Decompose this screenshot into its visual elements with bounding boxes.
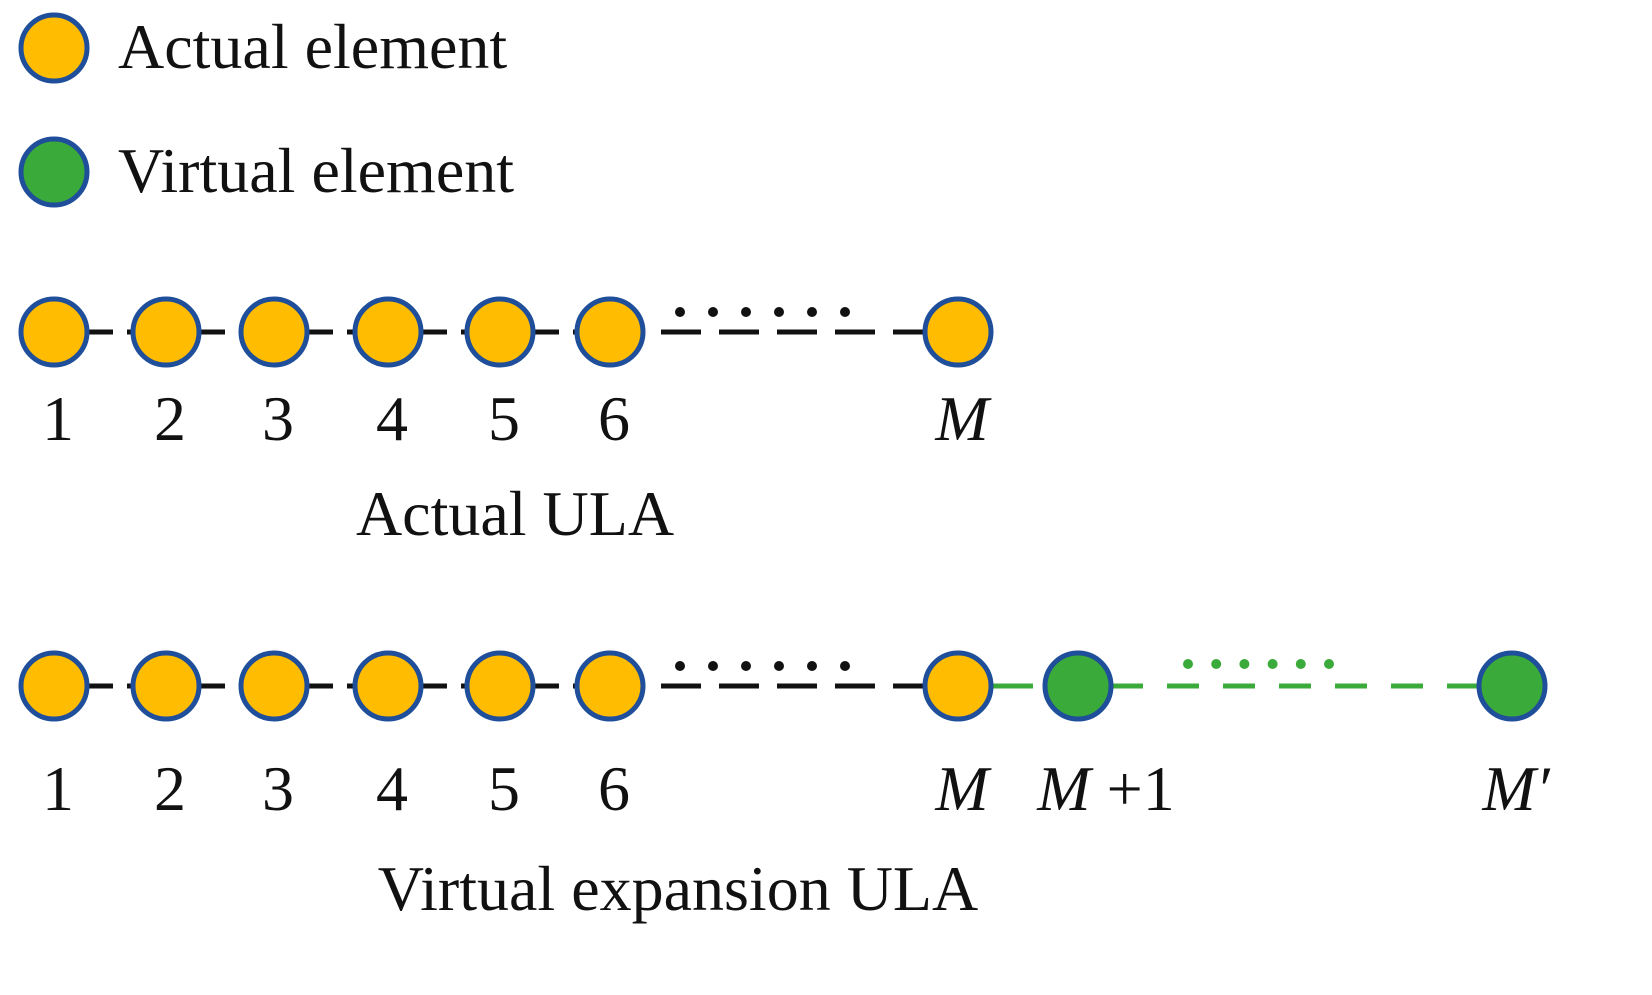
actual-element-marker (130, 296, 202, 368)
element-index-label: 2 (154, 383, 186, 454)
element-index-text: 3 (262, 383, 294, 454)
actual-element-marker (238, 650, 310, 722)
actual-element-marker (922, 296, 994, 368)
virtual-ellipsis-dot (1211, 659, 1222, 669)
ellipsis-dot (708, 661, 718, 671)
ellipsis-dot (840, 661, 850, 671)
element-index-label: 3 (262, 383, 294, 454)
element-index-label: 4 (376, 753, 408, 824)
element-index-text: M (934, 383, 992, 454)
virtual-ellipsis-dot (1267, 659, 1278, 669)
element-index-label: 1 (42, 753, 74, 824)
element-index-text: 5 (488, 753, 520, 824)
element-index-label: M′ (1481, 753, 1550, 824)
element-index-text: 5 (488, 383, 520, 454)
virtual-element-legend-label: Virtual element (118, 135, 514, 206)
actual-element-legend-marker (18, 12, 90, 84)
actual-element-marker (574, 296, 646, 368)
ellipsis-dot (675, 661, 685, 671)
ellipsis-dot (774, 307, 784, 317)
virtual-ellipsis-dot (1324, 659, 1334, 669)
element-index-text: 3 (262, 753, 294, 824)
element-index-label: 3 (262, 753, 294, 824)
virtual-element-marker (1042, 650, 1114, 722)
actual-element-marker (18, 650, 90, 722)
actual-element-marker (352, 296, 424, 368)
actual-element-marker (922, 650, 994, 722)
element-index-label: 1 (42, 383, 74, 454)
element-index-text: 6 (598, 383, 630, 454)
element-index-text: 4 (376, 753, 408, 824)
ellipsis-dot (774, 661, 784, 671)
actual-element-marker (464, 650, 536, 722)
element-index-text: 1 (42, 753, 74, 824)
element-index-text: M (1036, 753, 1094, 824)
element-index-text: 2 (154, 753, 186, 824)
array-title: Virtual expansion ULA (378, 853, 978, 924)
element-index-label: M +1 (1036, 753, 1174, 824)
element-index-text: 2 (154, 383, 186, 454)
element-index-text: 6 (598, 753, 630, 824)
array-title: Actual ULA (356, 478, 674, 549)
actual-element-marker (130, 650, 202, 722)
element-index-label: M (934, 383, 992, 454)
actual-element-legend-label: Actual element (118, 11, 507, 82)
actual-element-marker (352, 650, 424, 722)
element-index-label: 4 (376, 383, 408, 454)
virtual-ellipsis-dot (1183, 659, 1193, 669)
ellipsis-dot (675, 307, 685, 317)
array-actual-ula: 1 2 3 4 5 6 M Actual ULA (18, 296, 994, 549)
element-index-text: M′ (1481, 753, 1550, 824)
element-index-label: 2 (154, 753, 186, 824)
element-index-label: 6 (598, 383, 630, 454)
element-index-suffix: +1 (1091, 753, 1175, 824)
actual-element-marker (574, 650, 646, 722)
virtual-element-marker (1476, 650, 1548, 722)
actual-element-marker (464, 296, 536, 368)
virtual-ellipsis-dot (1239, 659, 1250, 669)
ellipsis-dot (708, 307, 718, 317)
actual-element-marker (238, 296, 310, 368)
element-index-label: 5 (488, 753, 520, 824)
element-index-text: 1 (42, 383, 74, 454)
virtual-element-legend-marker (18, 136, 90, 208)
ellipsis-dot (807, 661, 817, 671)
ellipsis-dot (741, 661, 751, 671)
element-index-label: M (934, 753, 992, 824)
element-index-label: 5 (488, 383, 520, 454)
element-index-text: M (934, 753, 992, 824)
actual-element-marker (18, 296, 90, 368)
ellipsis-dot (741, 307, 751, 317)
element-index-label: 6 (598, 753, 630, 824)
ellipsis-dot (840, 307, 850, 317)
element-index-text: 4 (376, 383, 408, 454)
ellipsis-dot (807, 307, 817, 317)
virtual-ellipsis-dot (1295, 659, 1306, 669)
